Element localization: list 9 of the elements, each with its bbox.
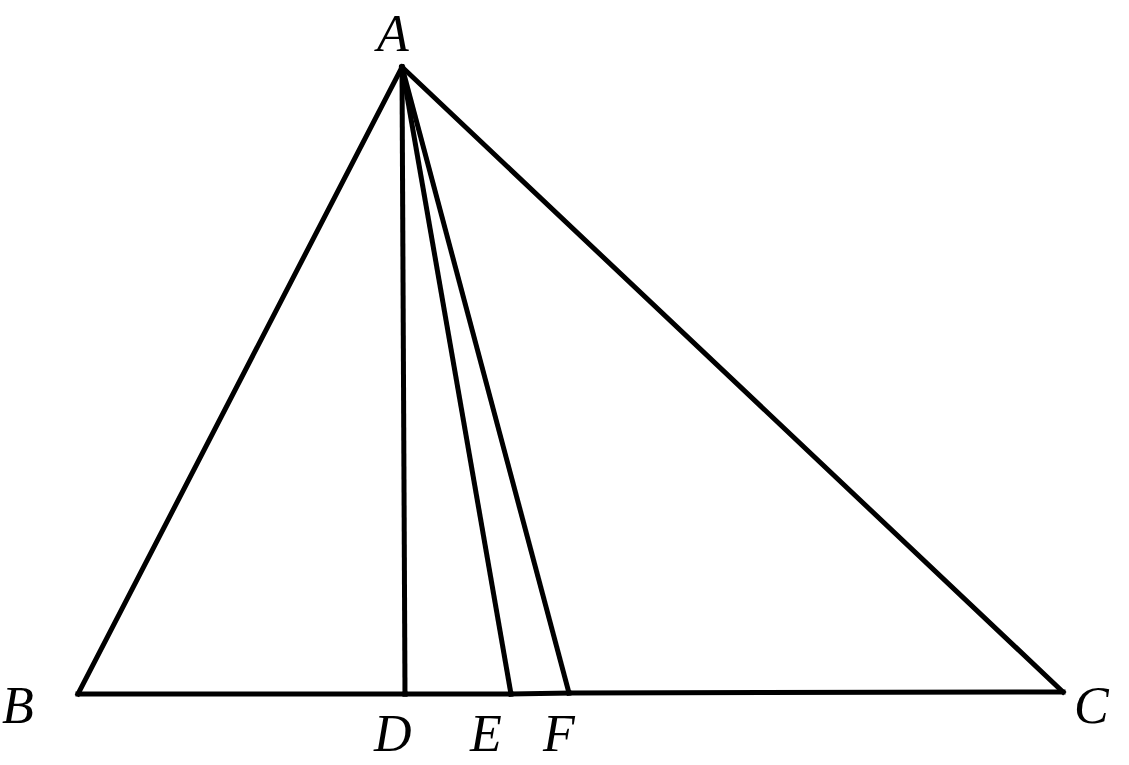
line-segment (402, 691, 514, 697)
point-label: B (2, 680, 34, 732)
point-label: F (543, 708, 575, 760)
line-segment (75, 64, 405, 697)
point-label: D (374, 708, 412, 760)
point-label: C (1074, 680, 1109, 732)
line-segment (508, 690, 572, 697)
line-segment (566, 689, 1066, 696)
point-label: E (470, 708, 502, 760)
